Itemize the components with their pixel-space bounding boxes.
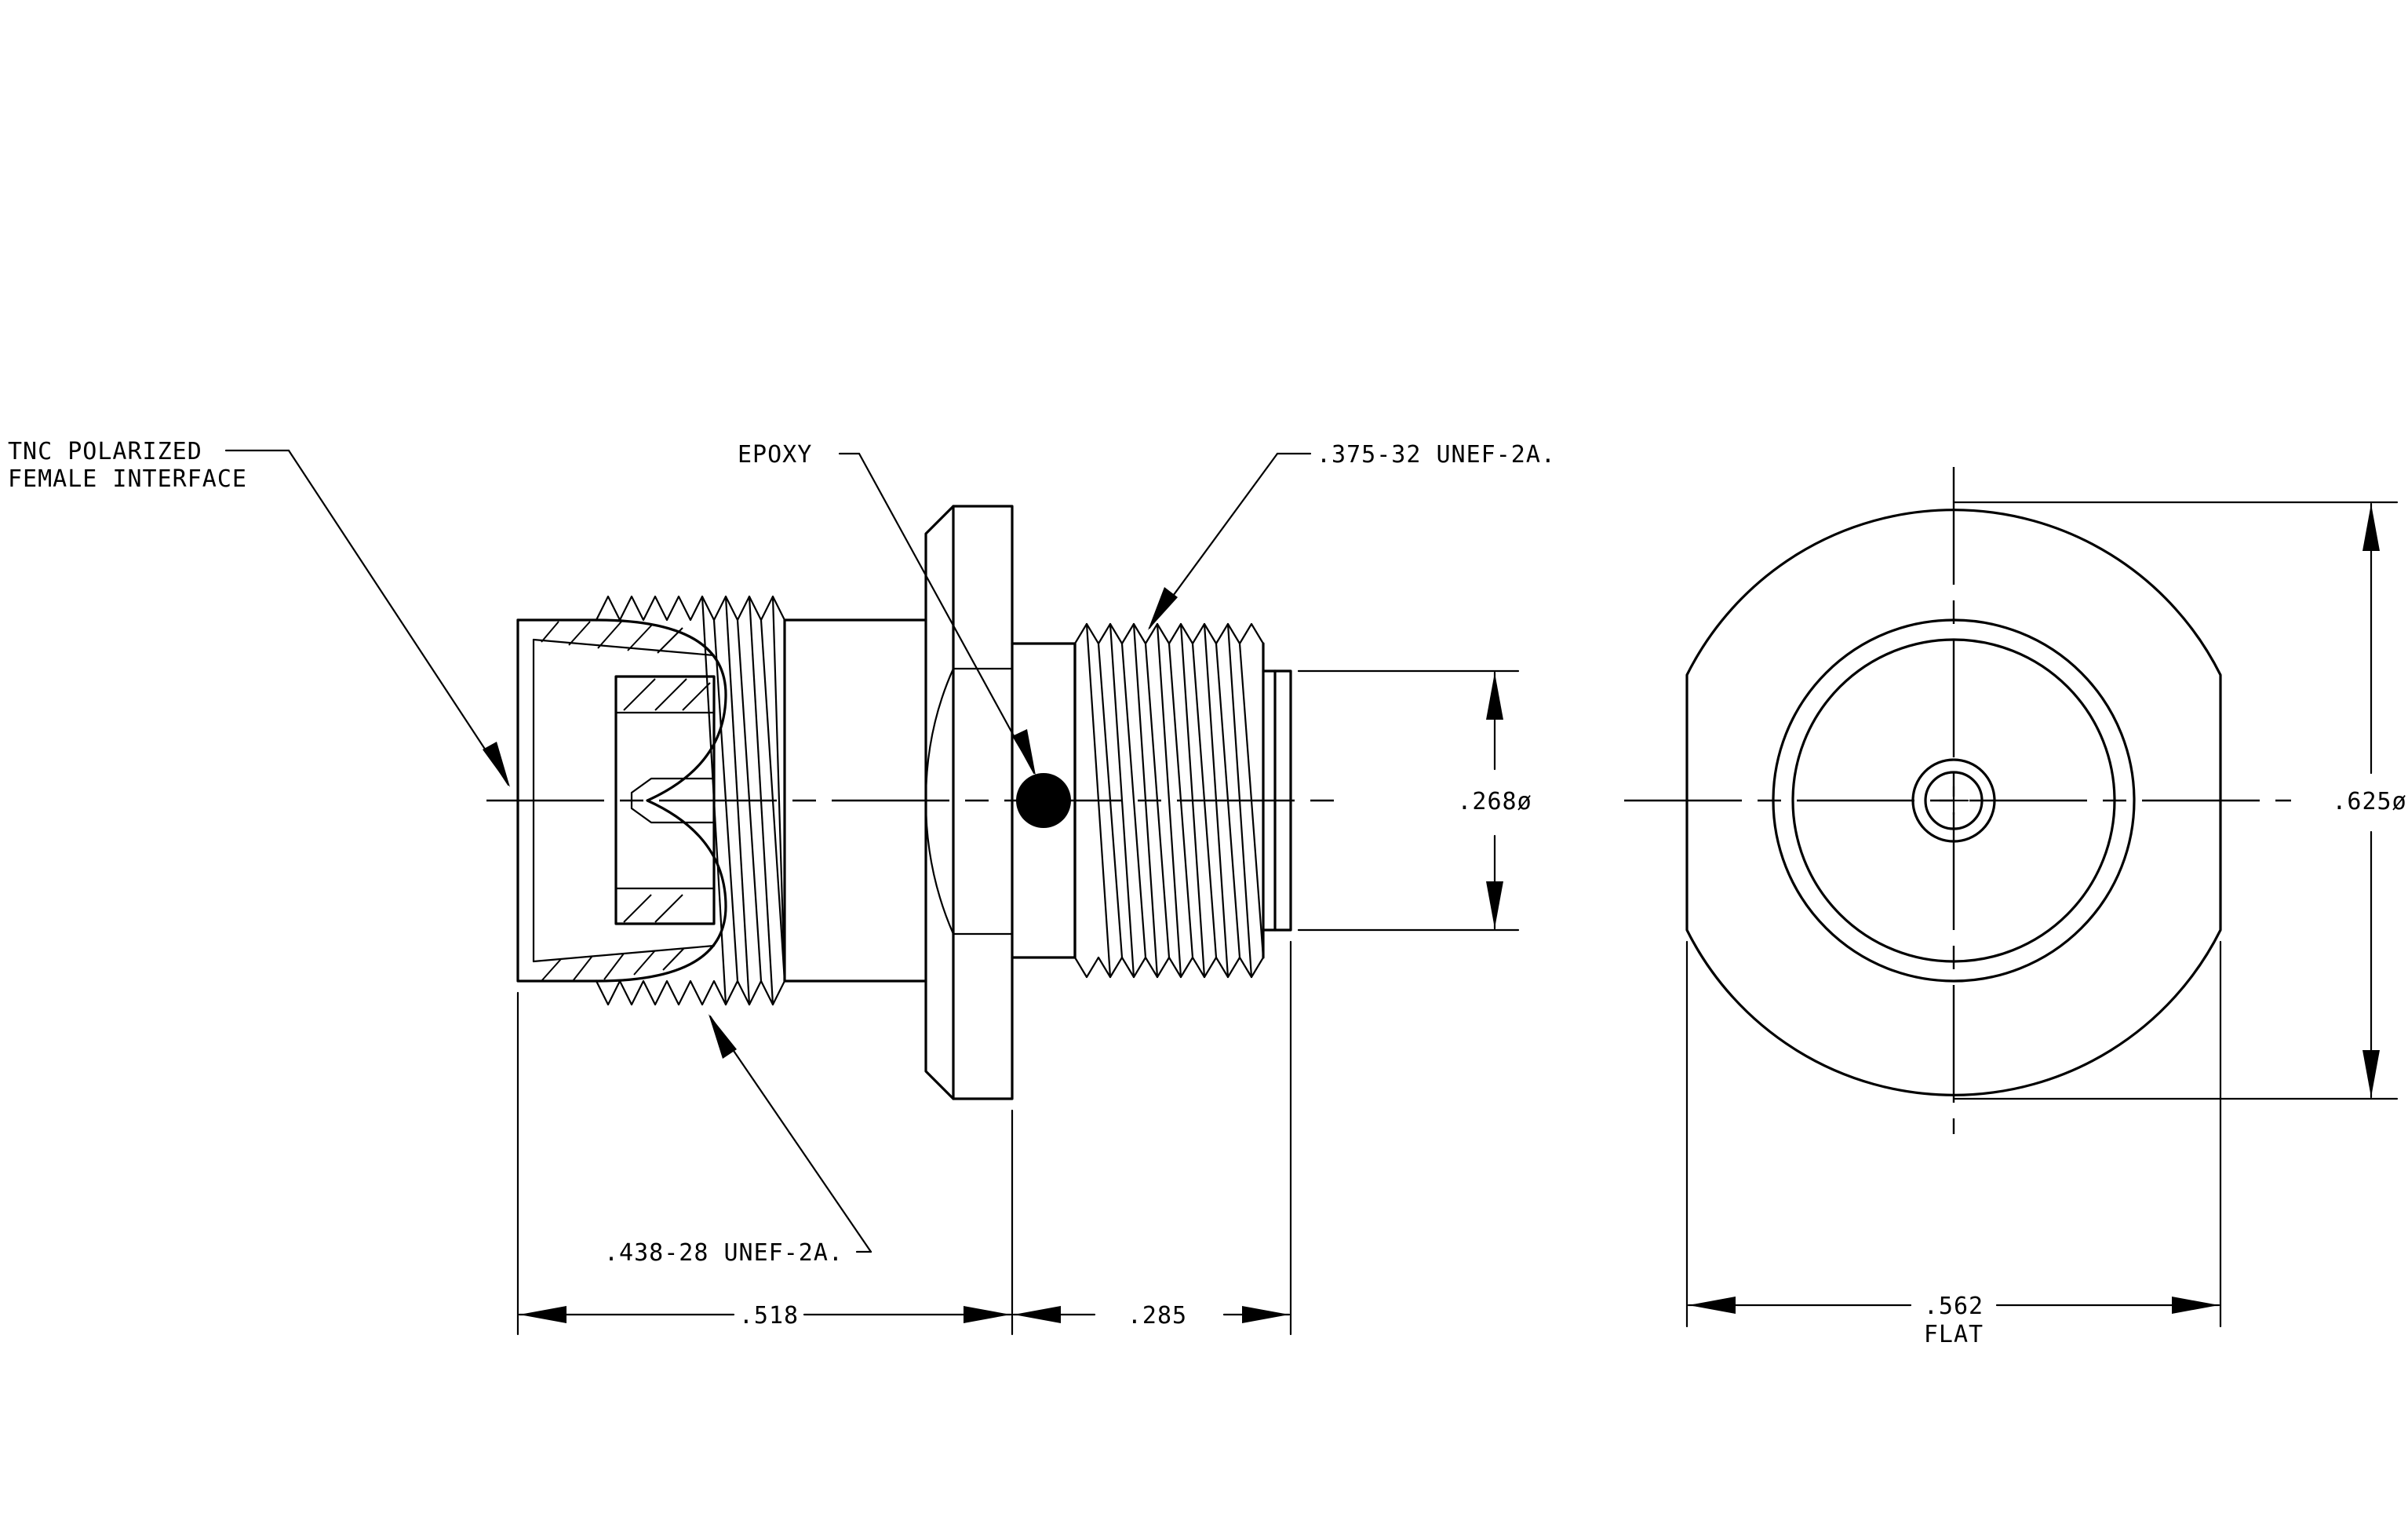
- tnc-label-line1: TNC POLARIZED: [8, 438, 202, 465]
- dimension-268: [1486, 671, 1503, 930]
- section-hatch-top: [541, 621, 711, 711]
- dim-flat-label: FLAT: [1924, 1321, 1984, 1348]
- rear-thread: [1073, 622, 1265, 979]
- flange-outline: [1685, 509, 2222, 1096]
- dimension-562: [1687, 1297, 2220, 1314]
- dim-625-label: .625ø: [2332, 788, 2406, 815]
- connector-body: [783, 618, 927, 983]
- dim-562-label: .562: [1924, 1293, 1984, 1320]
- dimension-518: [518, 1306, 1012, 1323]
- side-view: .518 .285 .268ø TNC POLARIZED FEMALE INT…: [8, 438, 1556, 1336]
- rear-thread-leader: [1148, 452, 1312, 630]
- dimension-285: [1012, 1306, 1291, 1323]
- epoxy-leader: [838, 452, 1036, 775]
- front-view: .625ø .562 FLAT: [1624, 467, 2406, 1348]
- rear-thread-label: .375-32 UNEF-2A.: [1317, 441, 1556, 469]
- dim-285-label: .285: [1127, 1302, 1187, 1330]
- insulator-circle: [1911, 758, 1996, 843]
- dim-518-label: .518: [739, 1302, 799, 1330]
- dimension-625: [2362, 502, 2380, 1099]
- inner-bore-circle: [1791, 638, 2116, 963]
- outer-thread-circle: [1772, 618, 2136, 983]
- center-pin-circle: [1924, 771, 1984, 830]
- epoxy-label: EPOXY: [738, 441, 812, 469]
- section-hatch-bottom: [541, 894, 685, 982]
- extension-lines: [516, 669, 1520, 1336]
- hex-flange: [924, 505, 1014, 1100]
- rear-end: [1262, 669, 1292, 932]
- dim-268-label: .268ø: [1457, 788, 1532, 815]
- front-thread-leader: [709, 1014, 872, 1253]
- epoxy-dot: [1016, 773, 1071, 828]
- tnc-label-line2: FEMALE INTERFACE: [8, 465, 247, 493]
- front-thread-label: .438-28 UNEF-2A.: [604, 1239, 843, 1267]
- front-thread: [595, 595, 786, 1006]
- tnc-leader: [224, 449, 510, 787]
- front-extension-lines: [1685, 501, 2399, 1328]
